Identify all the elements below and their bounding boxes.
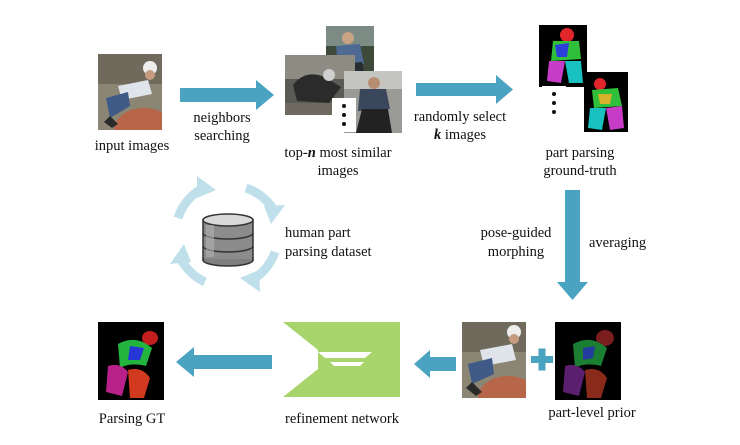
hourglass-network-icon: [283, 322, 400, 397]
arrow-network-to-output: [176, 347, 272, 377]
part-level-prior-map: [555, 322, 621, 400]
input-image: [98, 54, 162, 130]
prior-input-image: [462, 322, 526, 398]
database-icon: [202, 213, 254, 267]
more-images-ellipsis: [332, 98, 356, 132]
label-part-parsing: part parsing: [545, 145, 615, 161]
plus-icon: [531, 348, 553, 371]
cycle-arrowheads: [170, 176, 285, 292]
label-neighbors: neighbors: [193, 110, 251, 126]
arrow-pose-guided-morphing: [557, 190, 588, 300]
label-top-n-similar: top-n most similar: [268, 144, 408, 162]
label-ground-truth: ground-truth: [543, 163, 617, 179]
ground-truth-parsing-1: [539, 25, 587, 87]
label-parsing-dataset: parsing dataset: [285, 244, 372, 260]
label-top-n-prefix: top-: [284, 145, 308, 161]
more-ground-truth-ellipsis: [542, 86, 566, 120]
label-refinement-network: refinement network: [285, 411, 399, 427]
arrow-random-select: [416, 75, 513, 104]
label-k-images: k images: [404, 126, 516, 144]
label-pose-guided: pose-guided: [480, 225, 552, 241]
label-parsing-gt: Parsing GT: [98, 411, 166, 427]
output-parsing-gt: [98, 322, 164, 400]
label-top-n-images: images: [317, 163, 359, 179]
label-k-images-suffix: images: [441, 127, 486, 143]
ground-truth-parsing-2: [584, 72, 628, 132]
label-top-n-suffix: most similar: [315, 145, 392, 161]
label-searching: searching: [194, 128, 250, 144]
arrow-prior-to-network: [414, 350, 456, 378]
label-part-level-prior: part-level prior: [548, 405, 636, 421]
label-k-variable: k: [434, 127, 442, 143]
label-human-part: human part: [285, 225, 351, 241]
arrow-neighbors-searching: [180, 80, 274, 110]
label-input-images: input images: [94, 138, 170, 154]
label-morphing: morphing: [487, 244, 545, 260]
label-averaging: averaging: [589, 235, 647, 251]
label-randomly-select: randomly select: [413, 109, 507, 125]
label-top-n-variable: n: [307, 145, 316, 161]
